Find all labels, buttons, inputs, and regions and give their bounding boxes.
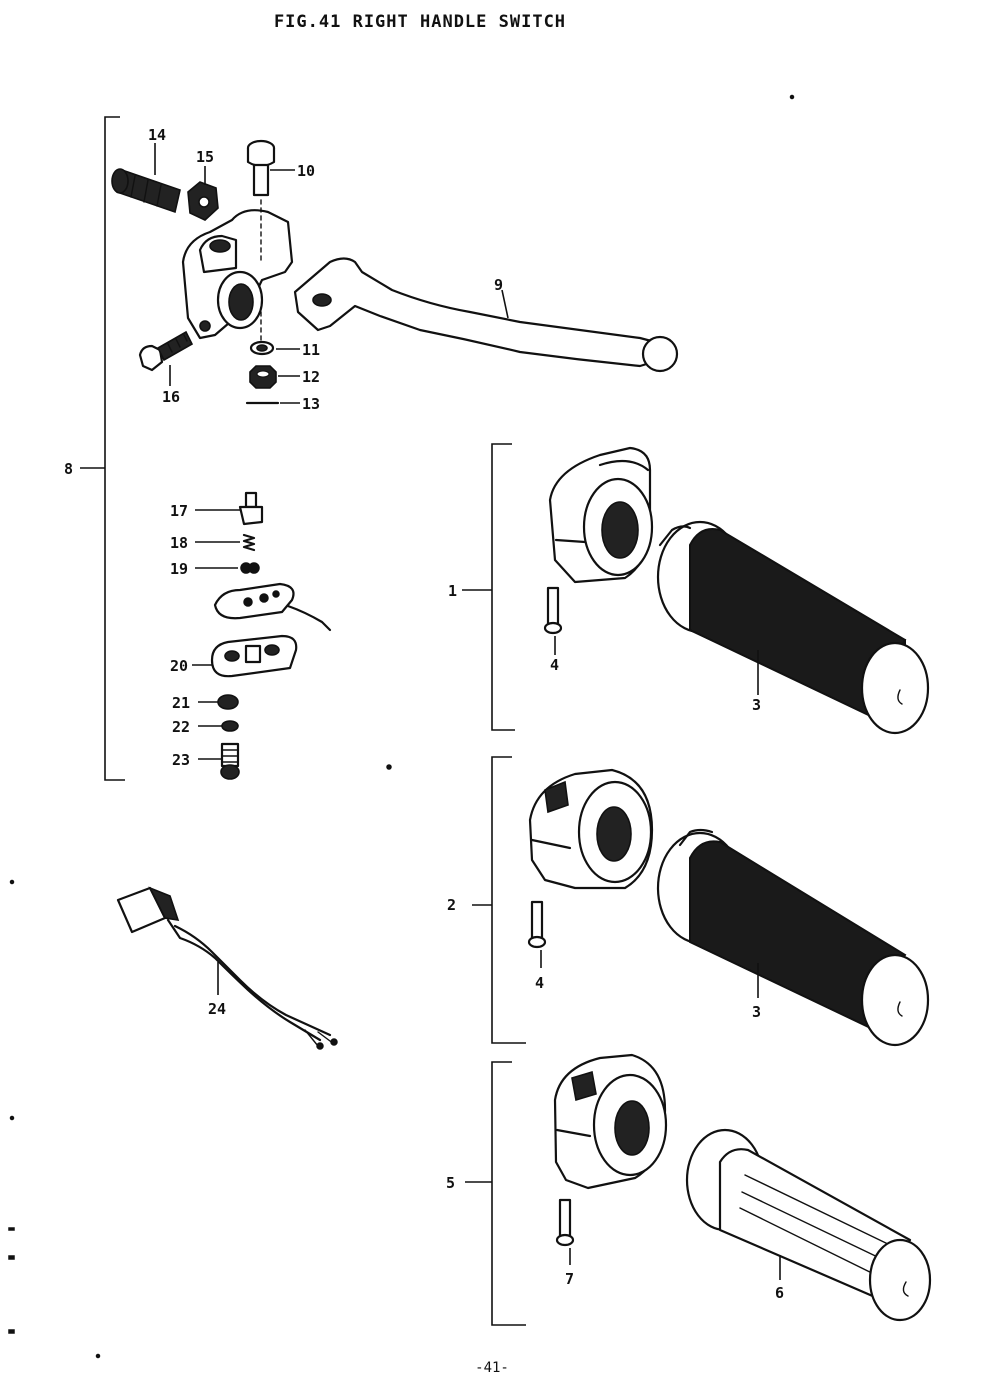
part-15-nut <box>187 181 219 221</box>
callout-10: 10 <box>297 162 315 180</box>
callout-17: 17 <box>170 502 188 520</box>
part-10-pivot-bolt <box>246 139 276 197</box>
callout-15: 15 <box>196 148 214 166</box>
part-3-grip-a <box>656 520 930 735</box>
switch-contact-plate <box>213 582 332 632</box>
part-22-nut <box>221 720 239 732</box>
bracket-5 <box>465 1061 526 1326</box>
callout-21: 21 <box>172 694 190 712</box>
callout-7: 7 <box>565 1270 574 1288</box>
part-16-bolt <box>138 330 194 372</box>
part-17-screw <box>238 491 264 526</box>
part-14-adjuster <box>111 168 181 214</box>
callout-24: 24 <box>208 1000 226 1018</box>
callout-23: 23 <box>172 751 190 769</box>
callout-9: 9 <box>494 276 503 294</box>
scan-specks <box>8 94 795 1359</box>
callout-20: 20 <box>170 657 188 675</box>
callout-6: 6 <box>775 1284 784 1302</box>
bracket-2 <box>472 756 526 1044</box>
part-7-screw <box>555 1198 575 1247</box>
switch-housing-2 <box>528 768 654 890</box>
callout-4b: 4 <box>535 974 544 992</box>
part-19-ball <box>240 562 260 574</box>
callout-19: 19 <box>170 560 188 578</box>
part-20-switch-case <box>210 634 298 678</box>
callout-16: 16 <box>162 388 180 406</box>
part-6-grip <box>685 1128 932 1322</box>
callout-3b: 3 <box>752 1003 761 1021</box>
callout-13: 13 <box>302 395 320 413</box>
part-23-screw <box>220 742 240 780</box>
switch-housing-1 <box>548 446 654 584</box>
part-11-washer <box>249 340 275 356</box>
part-24-connector <box>116 886 338 1050</box>
part-18-spring <box>242 533 256 552</box>
callout-14: 14 <box>148 126 166 144</box>
callout-18: 18 <box>170 534 188 552</box>
part-3-grip-b <box>656 828 930 1047</box>
part-9-lever <box>293 257 679 373</box>
callout-1: 1 <box>448 582 457 600</box>
part-21-washer <box>217 694 239 710</box>
callout-11: 11 <box>302 341 320 359</box>
callout-8: 8 <box>64 460 73 478</box>
callout-22: 22 <box>172 718 190 736</box>
callout-2: 2 <box>447 896 456 914</box>
callout-5: 5 <box>446 1174 455 1192</box>
callout-3a: 3 <box>752 696 761 714</box>
part-4-screw-a <box>543 586 563 635</box>
switch-housing-5 <box>553 1053 668 1190</box>
part-4-screw-b <box>527 900 547 949</box>
bracket-1 <box>462 443 515 731</box>
callout-4a: 4 <box>550 656 559 674</box>
part-12-nut <box>249 365 277 389</box>
bracket-8 <box>80 116 125 781</box>
page-number: -41- <box>475 1360 509 1376</box>
callout-12: 12 <box>302 368 320 386</box>
part-9-lever-bracket <box>181 199 294 341</box>
figure-title: FIG.41 RIGHT HANDLE SWITCH <box>274 12 566 32</box>
